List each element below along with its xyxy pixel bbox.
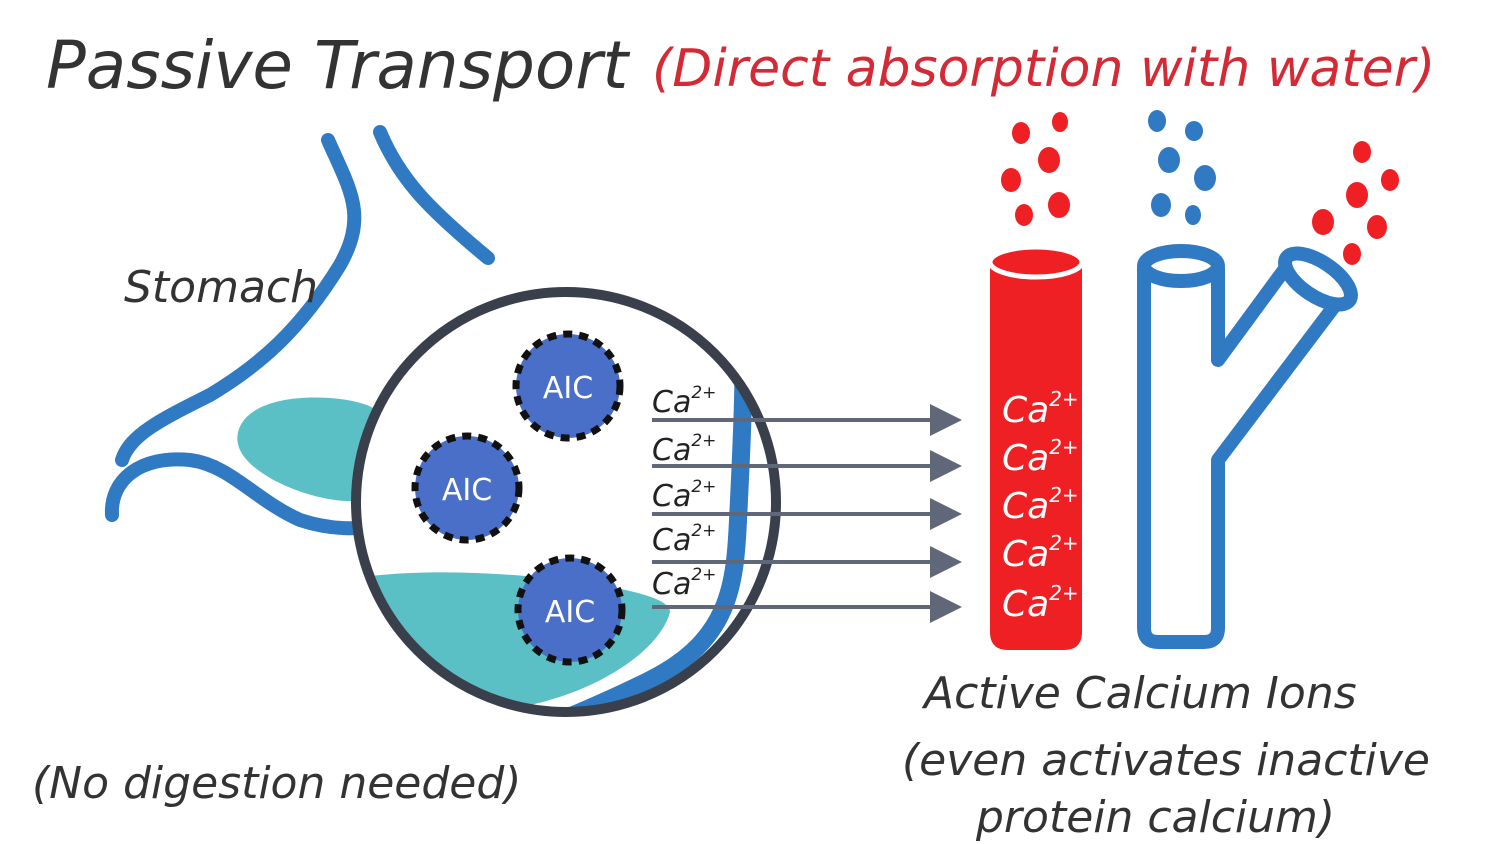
esophagus-right-wall — [373, 125, 495, 265]
arrow-ion-label: Ca2+ — [652, 477, 716, 514]
stomach-lower-outline — [104, 452, 387, 536]
particle-aic-2: AIC — [411, 432, 523, 544]
vein-vessel — [1137, 244, 1358, 649]
arrow-ion-label: Ca2+ — [652, 565, 716, 602]
ion-transport-arrows: Ca2+ Ca2+ Ca2+ Ca2+ Ca2+ — [652, 383, 962, 623]
red-droplets-branch — [1312, 141, 1399, 265]
artery-ion-label: Ca2+ — [1002, 483, 1079, 527]
ions-caption-line-2: (even activates inactive — [902, 735, 1430, 786]
ions-caption-line-1: Active Calcium Ions — [921, 668, 1357, 719]
arrow-ion-label: Ca2+ — [652, 431, 716, 468]
particle-aic-label: AIC — [545, 595, 595, 630]
blue-droplets-vein — [1148, 110, 1216, 225]
diagram-subtitle: (Direct absorption with water) — [652, 39, 1435, 99]
red-droplets-artery — [1001, 112, 1070, 226]
arrow-ion-label: Ca2+ — [652, 383, 716, 420]
particle-aic-label: AIC — [543, 371, 593, 406]
artery-ion-label: Ca2+ — [1002, 581, 1079, 625]
artery-ion-label: Ca2+ — [1002, 387, 1079, 431]
vein-branch-opening — [1278, 246, 1358, 312]
artery-ion-label: Ca2+ — [1002, 435, 1079, 479]
particle-aic-1: AIC — [512, 330, 624, 442]
stomach-fluid — [237, 397, 376, 502]
vein-opening — [1137, 244, 1225, 288]
digestion-note: (No digestion needed) — [32, 758, 521, 809]
stomach-label: Stomach — [124, 262, 318, 313]
vein-outline — [1137, 255, 1352, 649]
artery-vessel — [987, 244, 1085, 650]
diagram-title: Passive Transport — [46, 27, 630, 104]
artery-opening — [987, 244, 1085, 280]
particle-aic-3: AIC — [514, 554, 626, 666]
particle-aic-label: AIC — [442, 473, 492, 508]
artery-ion-labels: Ca2+Ca2+Ca2+Ca2+Ca2+ — [1002, 387, 1079, 625]
stomach-illustration — [104, 125, 495, 536]
esophagus-left-wall — [115, 133, 362, 467]
artery-ion-label: Ca2+ — [1002, 531, 1079, 575]
arrow-ion-label: Ca2+ — [652, 521, 716, 558]
ions-caption-line-3: protein calcium) — [975, 792, 1335, 843]
lens-ring — [351, 287, 781, 717]
